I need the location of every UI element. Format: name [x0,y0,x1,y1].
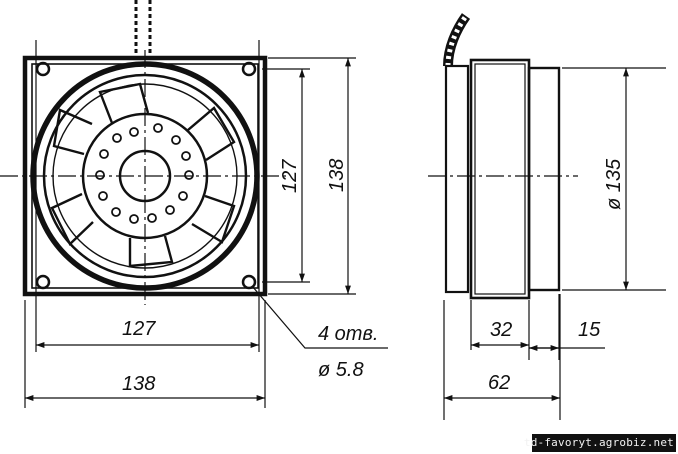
label-total-depth: 62 [488,372,510,394]
side-rear-flange [527,66,561,292]
label-hole-count: 4 отв. [318,323,378,345]
side-body [469,58,531,300]
front-cable [134,0,152,60]
label-inner-height: 127 [279,159,301,193]
label-body-depth: 32 [490,319,512,341]
label-flange-depth: 15 [578,319,601,341]
side-front-plate [444,64,470,294]
label-outer-height: 138 [326,159,348,192]
side-body-inner [474,63,526,295]
mounting-holes [35,61,257,290]
hub-screws [95,123,194,224]
hole-leader-line [251,285,388,349]
side-dimensions [443,67,666,420]
fan-blades [50,82,236,268]
label-hole-diameter: ø 5.8 [318,359,364,381]
watermark-text: td-favoryt.agrobiz.net [523,436,674,449]
front-center-lines [0,50,290,305]
label-diameter: ø 135 [603,158,625,210]
label-inner-width: 127 [122,318,156,340]
watermark-bar [532,434,676,452]
side-view [428,13,578,300]
front-dimensions [24,40,388,408]
front-view [0,0,290,305]
label-outer-width: 138 [122,373,155,395]
